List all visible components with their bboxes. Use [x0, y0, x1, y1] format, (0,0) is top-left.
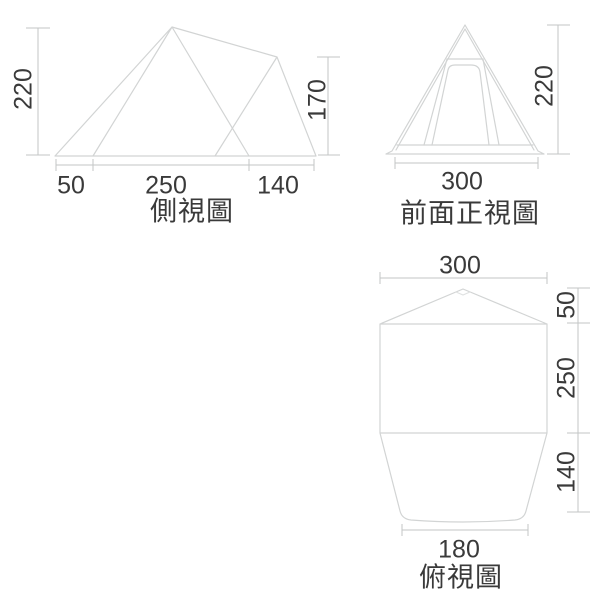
side-view-tent-outline — [54, 26, 317, 157]
top-view-tent-outline — [379, 288, 548, 523]
front-view-door-outline — [431, 64, 490, 146]
side-view-width-front-label: 50 — [57, 171, 85, 200]
top-view-width-top-label: 300 — [439, 251, 481, 280]
front-view-inner-tent-outline — [423, 58, 500, 146]
top-view-width-bottom-label: 180 — [438, 535, 480, 564]
side-view-drawing — [26, 26, 340, 171]
top-view-dim-lines — [379, 272, 590, 536]
side-view-height-right-label: 170 — [303, 79, 332, 121]
side-view-width-rear-label: 140 — [257, 171, 299, 200]
top-view-caption: 俯視圖 — [419, 562, 503, 593]
side-view-caption: 側視圖 — [150, 196, 234, 227]
front-view-width-label: 300 — [441, 167, 483, 196]
top-view-depth-front-label: 50 — [552, 291, 581, 319]
side-view-height-left-label: 220 — [9, 68, 38, 110]
top-view-depth-rear-label: 140 — [552, 451, 581, 493]
front-view-tent-outline — [385, 24, 545, 155]
top-view-depth-middle-label: 250 — [552, 357, 581, 399]
front-view-dim-lines — [394, 24, 570, 169]
top-view-drawing — [379, 272, 590, 536]
front-view-height-label: 220 — [530, 65, 559, 107]
front-view-drawing — [385, 24, 570, 169]
side-view-width-middle-label: 250 — [145, 171, 187, 200]
front-view-caption: 前面正視圖 — [400, 198, 540, 229]
side-view-dim-lines — [26, 27, 340, 171]
top-view-apex-notch — [455, 291, 471, 296]
